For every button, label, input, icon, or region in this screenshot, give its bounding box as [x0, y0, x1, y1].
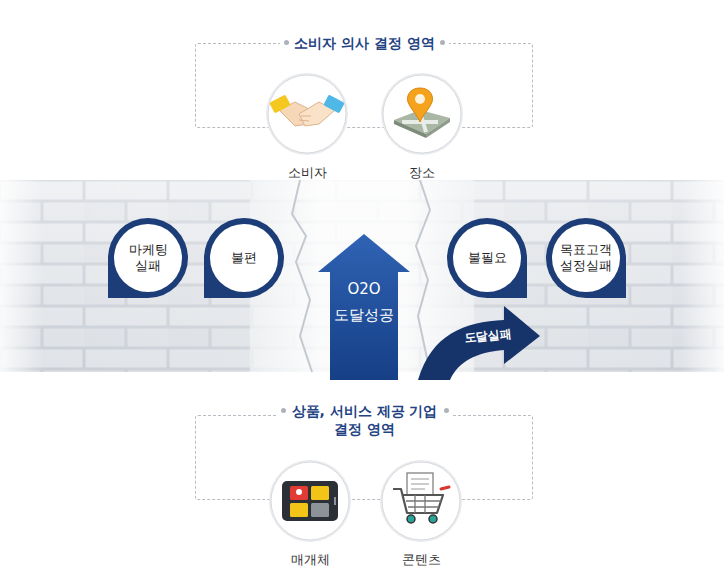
icon-art [394, 88, 450, 138]
icon-circle: 장소 [380, 72, 464, 188]
circle-outline [265, 72, 349, 156]
icon-circle: 콘텐츠 [379, 459, 463, 575]
pin-label: 불편 [214, 250, 274, 266]
pin-label: 마케팅 실패 [118, 242, 178, 274]
heading-dot [281, 408, 286, 413]
success-arrow: O2O 도달성공 [318, 234, 410, 380]
arrow-label: O2O 도달성공 [330, 276, 398, 328]
icon-label: 장소 [380, 164, 464, 182]
pin-label: 불필요 [457, 250, 517, 266]
icon-label: 소비자 [265, 164, 349, 182]
pin-circle: 목표고객 설정실패 [544, 216, 628, 300]
heading-dot [440, 40, 445, 45]
icon-circle: 매개체 [268, 459, 352, 575]
circle-outline [379, 459, 463, 543]
heading-dot [444, 408, 449, 413]
region-box: 상품, 서비스 제공 기업 결정 영역매개체콘텐츠 [195, 415, 533, 500]
icon-art [393, 473, 449, 523]
region-heading: 소비자 의사 결정 영역 [280, 34, 449, 52]
circle-outline [268, 459, 352, 543]
region-heading: 상품, 서비스 제공 기업 결정 영역 [277, 402, 452, 438]
pin-circle: 불편 [202, 216, 286, 300]
icon-art [269, 94, 345, 126]
pin-circle: 마케팅 실패 [106, 216, 190, 300]
pin-circle: 불필요 [445, 216, 529, 300]
region-box: 소비자 의사 결정 영역소비자장소 [195, 43, 533, 128]
icon-art [282, 481, 338, 521]
icon-circle: 소비자 [265, 72, 349, 188]
icon-label: 콘텐츠 [379, 551, 463, 569]
circle-outline [380, 72, 464, 156]
heading-dot [284, 40, 289, 45]
fail-arrow: 도달실패 [414, 300, 544, 380]
pin-label: 목표고객 설정실패 [556, 242, 616, 274]
icon-label: 매개체 [268, 551, 352, 569]
